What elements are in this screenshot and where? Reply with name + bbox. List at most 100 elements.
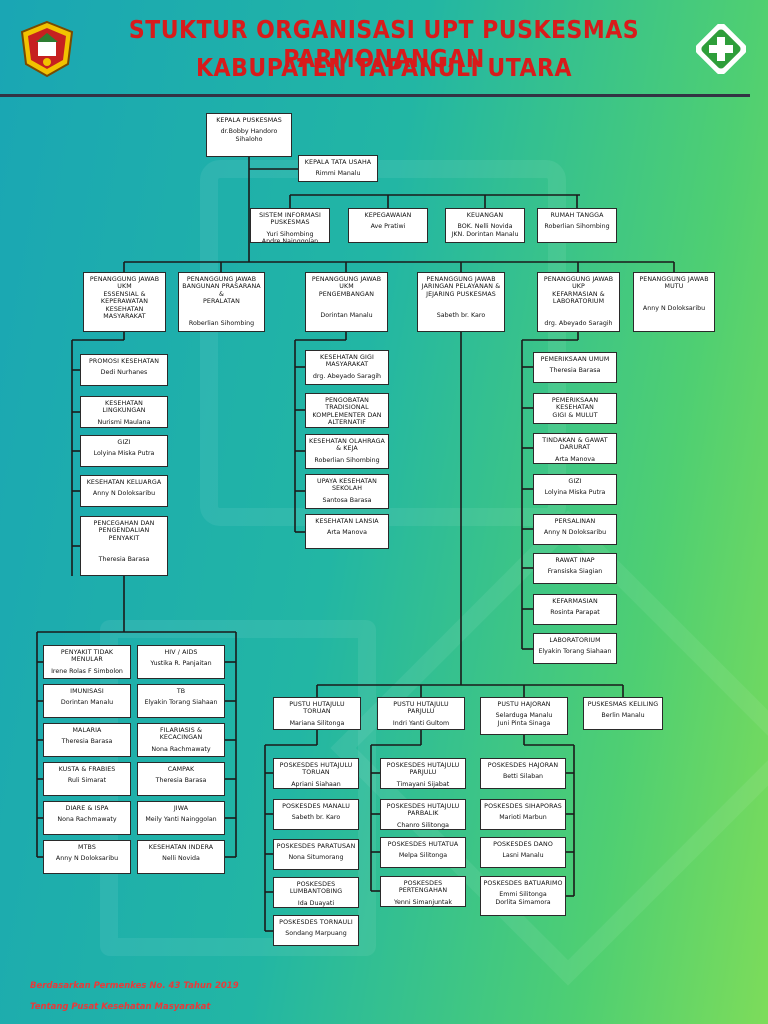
org-node-pd-paratusan: POSKESDES PARATUSAN Nona Situmorang <box>273 839 359 870</box>
node-title: PENANGGUNG JAWAB JARINGAN PELAYANAN & JE… <box>421 276 501 298</box>
node-person-name: drg. Abeyado Saragih <box>312 372 382 380</box>
node-person-name: Ave Pratiwi <box>370 223 406 231</box>
node-title: KEPALA TATA USAHA <box>304 159 372 166</box>
org-node-pd-toruan: POSKESDES HUTAJULU TORUAN Apriani Siahaan <box>273 758 359 789</box>
node-spacer <box>634 291 714 305</box>
node-person-name: Anny N Doloksaribu <box>92 490 156 498</box>
node-title: GIZI <box>568 478 582 485</box>
node-title: IMUNISASI <box>70 688 104 695</box>
node-title: POSKESDES PARATUSAN <box>276 843 356 850</box>
node-person-name: Marioti Marbun <box>499 814 547 822</box>
node-person-name: Anny N Doloksaribu <box>543 529 607 537</box>
node-person-name: Rosinta Parapat <box>550 609 600 617</box>
node-title: PEMERIKSAAN UMUM <box>540 356 610 363</box>
node-title: POSKESDES HUTAJULU PARJULU <box>386 762 460 777</box>
node-person-name: Berlin Manalu <box>601 712 645 720</box>
node-title: SISTEM INFORMASI PUSKESMAS <box>259 212 321 227</box>
node-title: POSKESDES HUTAJULU PARBALIK <box>386 803 460 818</box>
node-title: KESEHATAN INDERA <box>148 844 214 851</box>
org-node-pj-ukp: PENANGGUNG JAWAB UKP KEFARMASIAN & LABOR… <box>537 272 620 332</box>
node-person-name: Ida Duayati <box>297 899 335 907</box>
node-title: DIARE & ISPA <box>65 805 109 812</box>
node-person-name: Melpa Silitonga <box>398 852 448 860</box>
org-node-pd-lumban: POSKESDES LUMBANTOBING Ida Duayati <box>273 877 359 908</box>
node-person-name: Emmi Silitonga Dorlita Simamora <box>495 891 551 906</box>
org-node-kepala: KEPALA PUSKESMAS dr.Bobby Handoro Sihaloh… <box>206 113 292 157</box>
node-person-name: Roberlian Sihombing <box>188 319 255 327</box>
org-node-pustu-toruan: PUSTU HUTAJULU TORUAN Mariana Silitonga <box>273 697 361 730</box>
org-node-tradisional: PENGOBATAN TRADISIONAL KOMPLEMENTER DAN … <box>305 393 389 428</box>
node-title: POSKESDES HAJORAN <box>487 762 559 769</box>
node-spacer <box>179 306 264 320</box>
node-person-name: Nona Rachmawaty <box>57 816 117 824</box>
node-title: KEPALA PUSKESMAS <box>216 117 282 124</box>
node-title: PENYAKIT TIDAK MENULAR <box>60 649 114 664</box>
node-title: POSKESDES LUMBANTOBING <box>289 881 343 896</box>
org-node-pustu-hajoran: PUSTU HAJORAN Selarduga Manalu Juni Pinta… <box>480 697 568 735</box>
node-person-name: drg. Abeyado Saragih <box>544 319 613 327</box>
node-title: PUSTU HUTAJULU PARJULU <box>393 701 449 716</box>
footer-reference-subtitle: Tentang Pusat Kesehatan Masyarakat <box>30 1002 211 1012</box>
node-title: POSKESDES PERTENGAHAN <box>398 880 448 895</box>
node-person-name: Betti Silaban <box>502 773 544 781</box>
node-title: RAWAT INAP <box>555 557 595 564</box>
org-node-pd-hajoran: POSKESDES HAJORAN Betti Silaban <box>480 758 566 789</box>
node-title: KESEHATAN OLAHRAGA & KEJA <box>309 438 385 453</box>
node-title: PENANGGUNG JAWAB UKP KEFARMASIAN & LABOR… <box>543 276 614 306</box>
node-spacer <box>306 427 388 428</box>
node-person-name: Timayani Sijabat <box>396 780 450 788</box>
node-person-name: dr.Bobby Handoro Sihaloho <box>220 128 278 143</box>
puskesmas-cross-icon <box>696 24 746 74</box>
node-title: PERSALINAN <box>554 518 596 525</box>
node-title: POSKESDES HUTAJULU TORUAN <box>279 762 353 777</box>
node-title: JIWA <box>173 805 189 812</box>
node-person-name: Santosa Barasa <box>322 496 372 504</box>
node-person-name: Arta Manova <box>327 529 367 537</box>
node-person-name: Indri Yanti Gultom <box>392 719 450 727</box>
node-person-name: Dedi Nurhanes <box>100 369 148 377</box>
node-person-name: Mariana Silitonga <box>289 719 345 727</box>
node-title: PUSTU HUTAJULU TORUAN <box>289 701 345 716</box>
node-person-name: drg. Abeyado Saragih <box>534 423 616 424</box>
node-title: KESEHATAN LINGKUNGAN <box>102 400 146 415</box>
node-person-name: Selarduga Manalu Juni Pinta Sinaga <box>495 712 553 727</box>
node-person-name: Anny N Doloksaribu <box>642 304 706 312</box>
node-person-name: Nona Situmorang <box>288 854 344 862</box>
node-title: LABORATORIUM <box>549 637 601 644</box>
regency-emblem-icon <box>20 20 74 78</box>
node-title: PUSTU HAJORAN <box>497 701 551 708</box>
node-title: PENANGGUNG JAWAB UKM PENGEMBANGAN <box>311 276 382 298</box>
node-spacer <box>538 306 619 320</box>
node-person-name: Sabeth br. Karo <box>436 312 486 320</box>
node-title: KEFARMASIAN <box>552 598 598 605</box>
node-person-name: Apriani Siahaan <box>291 780 341 788</box>
org-node-persalinan: PERSALINAN Anny N Doloksaribu <box>533 514 617 545</box>
node-title: KEPEGAWAIAN <box>364 212 412 219</box>
node-person-name: Fransiska Siagian <box>547 568 603 576</box>
node-title: KESEHATAN KELUARGA <box>86 479 162 486</box>
org-node-keskel: KESEHATAN KELUARGA Anny N Doloksaribu <box>80 475 168 507</box>
